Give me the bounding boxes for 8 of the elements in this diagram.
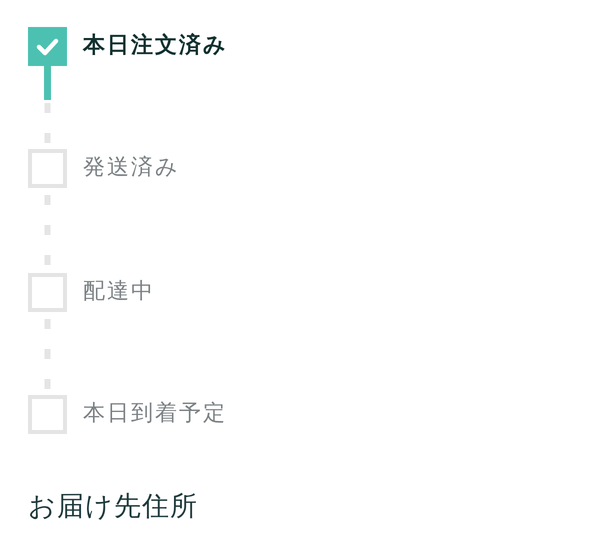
step-label: 配達中 bbox=[83, 279, 155, 306]
connector-line bbox=[44, 195, 50, 267]
section-heading: お届け先住所 bbox=[28, 491, 198, 524]
step-label: 発送済み bbox=[83, 155, 180, 182]
connector-line bbox=[44, 319, 50, 389]
connector-line bbox=[44, 66, 51, 143]
step-label: 本日注文済み bbox=[83, 33, 228, 60]
step-label: 本日到着予定 bbox=[83, 401, 227, 428]
